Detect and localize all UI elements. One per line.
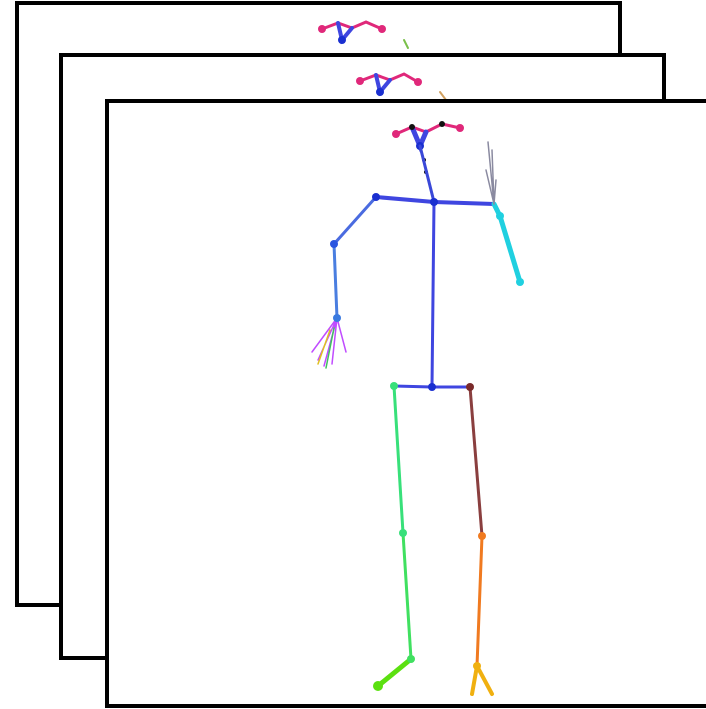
right-hand-keypoints — [311, 317, 347, 369]
left-shin — [475, 534, 484, 668]
spine-bone — [430, 200, 436, 389]
left-foot — [470, 664, 494, 696]
right-upper-arm — [332, 195, 378, 246]
joint-points — [330, 193, 524, 691]
skeleton — [311, 121, 524, 696]
frame-middle-head-keypoints — [356, 72, 447, 101]
left-thigh — [468, 385, 484, 538]
frame-back-head-keypoints — [318, 20, 409, 49]
right-forearm — [332, 242, 339, 320]
left-hand-keypoints — [485, 141, 497, 205]
right-foot — [375, 656, 414, 689]
frame-front — [105, 99, 706, 708]
right-shin — [401, 531, 413, 661]
right-thigh — [392, 384, 405, 535]
neck-bone — [418, 144, 436, 204]
